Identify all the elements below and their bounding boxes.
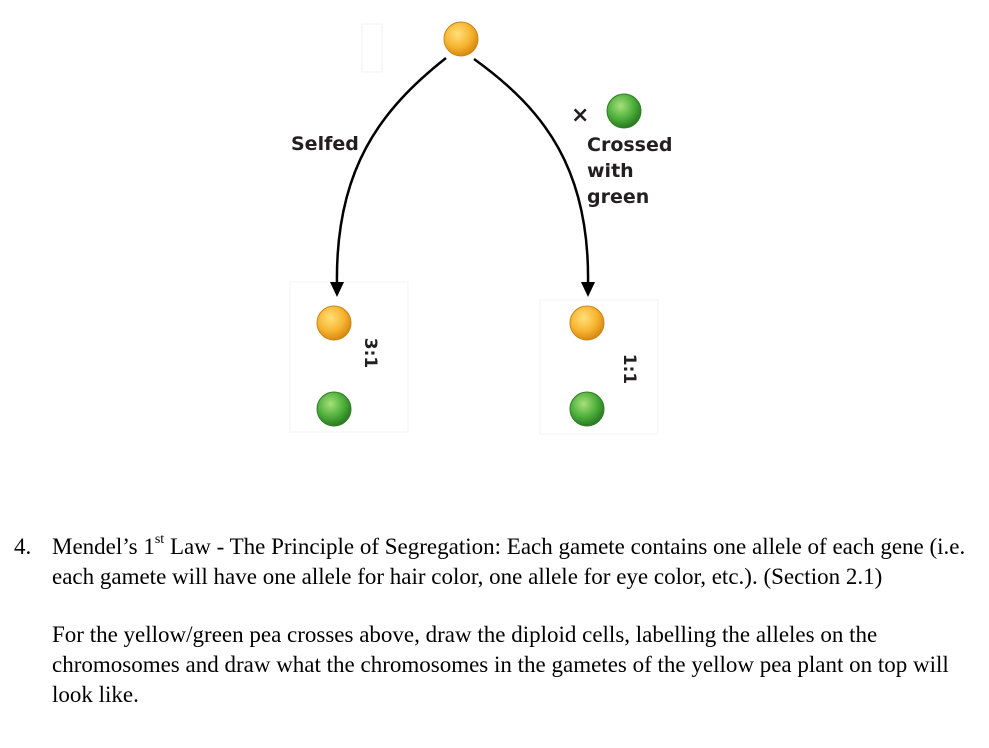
faint-panel-left <box>289 281 409 433</box>
crossed-label-line-3: green <box>587 186 649 208</box>
crossed-offspring-yellow-pea <box>569 305 605 341</box>
question-title: Mendel’s 1st Law - The Principle of Segr… <box>52 532 974 592</box>
faint-panel-right <box>539 299 659 435</box>
crossed-label-line-1: Crossed <box>587 134 672 156</box>
selfed-arrowhead <box>330 282 344 297</box>
selfed-offspring-yellow-pea <box>316 305 352 341</box>
crossed-arrow <box>473 57 590 286</box>
question-instruction: For the yellow/green pea crosses above, … <box>52 622 949 707</box>
crossed-label-line-2: with <box>587 160 634 182</box>
selfed-label: Selfed <box>291 133 359 155</box>
question-title-row: 4. Mendel’s 1st Law - The Principle of S… <box>14 532 974 592</box>
question-number: 4. <box>14 534 32 559</box>
parent-yellow-pea <box>443 21 479 57</box>
crossed-offspring-green-pea <box>569 391 605 427</box>
faint-panel-top <box>361 23 383 73</box>
crossed-ratio: 1:1 <box>619 354 639 384</box>
green-pea-cross-partner <box>606 93 642 129</box>
crossed-arrowhead <box>581 282 595 297</box>
selfed-arrow <box>335 57 447 286</box>
question-title-post: Law - The Principle of Segregation: Each… <box>52 534 966 589</box>
question-title-pre: Mendel’s 1 <box>52 534 155 559</box>
pea-cross-diagram: Selfed × Crossed with green 3:1 1:1 <box>289 21 672 435</box>
question-title-sup: st <box>154 532 165 548</box>
question-block: 4. Mendel’s 1st Law - The Principle of S… <box>14 532 974 710</box>
cross-symbol: × <box>571 103 589 128</box>
selfed-offspring-green-pea <box>316 391 352 427</box>
selfed-ratio: 3:1 <box>360 338 380 368</box>
